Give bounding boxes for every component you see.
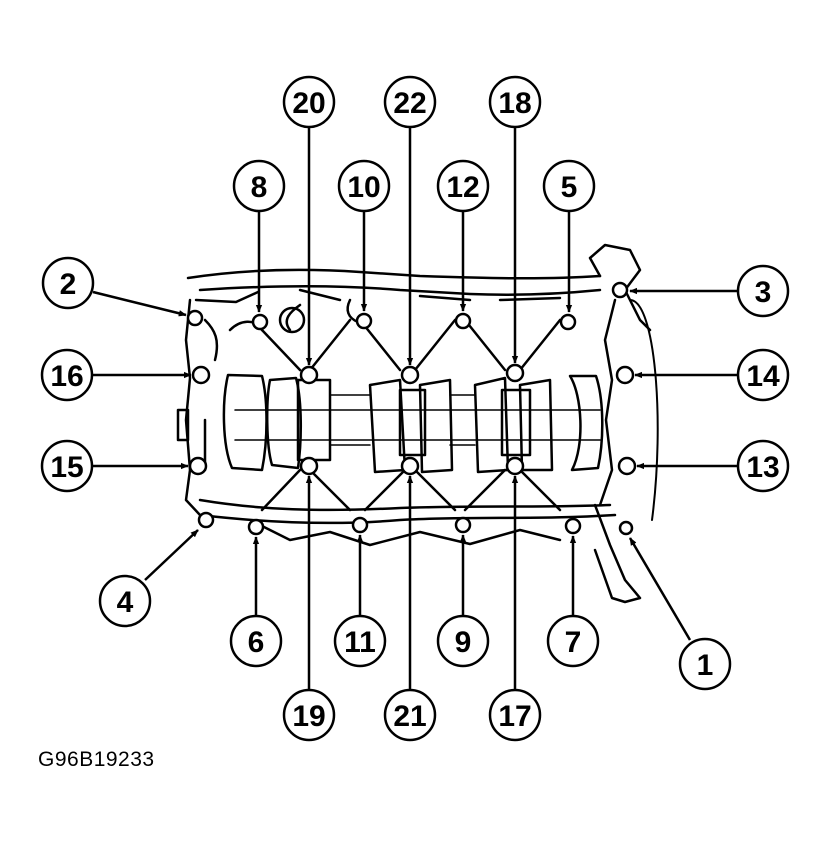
callout-label: 16	[50, 360, 83, 393]
callout-label: 15	[50, 451, 83, 484]
callout-1: 1	[678, 637, 732, 691]
callout-label: 12	[446, 171, 479, 204]
bolt-14	[615, 365, 635, 385]
callout-11: 11	[333, 614, 387, 668]
bolt-22	[400, 365, 420, 385]
callout-6: 6	[229, 614, 283, 668]
callout-13: 13	[736, 439, 790, 493]
bolt-4	[197, 511, 215, 529]
callout-4: 4	[98, 574, 152, 628]
callout-20: 20	[282, 75, 336, 129]
bolt-12	[454, 312, 472, 330]
callout-label: 4	[117, 586, 134, 619]
bolt-9	[454, 516, 472, 534]
callout-22: 22	[383, 75, 437, 129]
callout-14: 14	[736, 348, 790, 402]
arrow-1	[628, 537, 692, 641]
callout-label: 13	[746, 451, 779, 484]
callout-19: 19	[282, 688, 336, 742]
callout-label: 8	[251, 171, 268, 204]
bolt-markers	[186, 281, 637, 536]
arrow-2	[92, 290, 187, 317]
bolt-17	[505, 456, 525, 476]
engine-block-outline	[176, 243, 659, 604]
callout-label: 14	[746, 360, 780, 393]
callout-3: 3	[736, 264, 790, 318]
callout-2: 2	[41, 256, 95, 310]
bolt-1	[618, 520, 634, 536]
callout-17: 17	[488, 688, 542, 742]
callout-label: 7	[565, 626, 582, 659]
callout-15: 15	[40, 439, 94, 493]
bolt-10	[355, 312, 373, 330]
callout-label: 18	[498, 87, 531, 120]
callout-12: 12	[436, 159, 490, 213]
bolt-13	[617, 456, 637, 476]
callout-5: 5	[542, 159, 596, 213]
bolt-16	[191, 365, 211, 385]
callout-18: 18	[488, 75, 542, 129]
callout-8: 8	[232, 159, 286, 213]
callout-badges: 1 2 3 4 5 6 7 8	[40, 75, 790, 742]
bolt-21	[400, 456, 420, 476]
bolt-2	[186, 309, 204, 327]
callout-label: 10	[347, 171, 380, 204]
bolt-8	[251, 313, 269, 331]
bolt-15	[188, 456, 208, 476]
leader-arrows	[92, 127, 738, 690]
bolt-3	[611, 281, 629, 299]
figure-id: G96B19233	[38, 748, 155, 771]
callout-label: 3	[755, 276, 772, 309]
callout-label: 5	[561, 171, 578, 204]
callout-label: 1	[697, 649, 714, 682]
callout-21: 21	[383, 688, 437, 742]
bolt-20	[299, 365, 319, 385]
callout-label: 2	[60, 268, 77, 301]
bolt-5	[559, 313, 577, 331]
callout-9: 9	[436, 614, 490, 668]
arrow-4	[144, 529, 199, 581]
callout-10: 10	[337, 159, 391, 213]
bolt-11	[351, 516, 369, 534]
bolt-6	[247, 518, 265, 536]
callout-label: 6	[248, 626, 265, 659]
callout-label: 22	[393, 87, 426, 120]
callout-16: 16	[40, 348, 94, 402]
bolt-18	[505, 363, 525, 383]
callout-7: 7	[546, 614, 600, 668]
callout-label: 21	[393, 700, 426, 733]
callout-label: 20	[292, 87, 325, 120]
callout-label: 19	[292, 700, 325, 733]
bolt-19	[299, 456, 319, 476]
callout-label: 9	[455, 626, 472, 659]
callout-label: 11	[344, 626, 376, 659]
callout-label: 17	[498, 700, 531, 733]
bolt-7	[564, 517, 582, 535]
